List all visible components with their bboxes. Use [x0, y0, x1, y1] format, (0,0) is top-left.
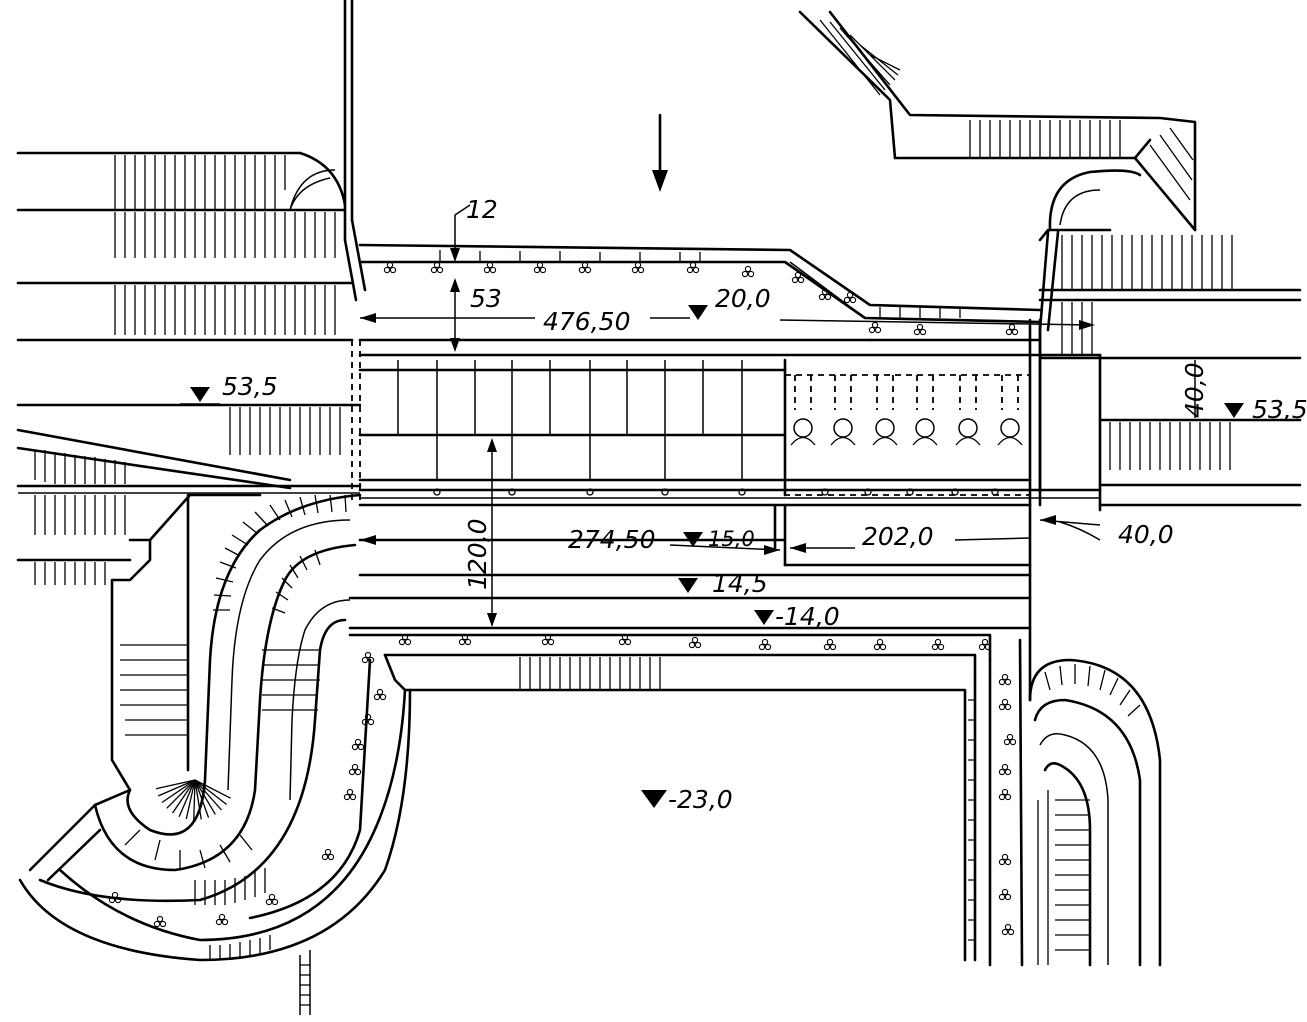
bollard-marker [433, 488, 441, 496]
hub-line [194, 779, 210, 818]
dim-12: 12 [466, 195, 498, 224]
elevation-marker-triangle [678, 578, 698, 593]
dim-40-0-horizontal: 40,0 [1118, 520, 1174, 549]
tree-symbol [913, 323, 927, 336]
bollard-marker [738, 488, 746, 496]
platform-symbol [872, 375, 898, 446]
tree-symbol [998, 788, 1012, 801]
tree-symbol [383, 261, 397, 274]
tree-symbol [108, 891, 122, 904]
hub-line [193, 779, 196, 821]
dim-40-0-vertical: 40,0 [1180, 362, 1209, 418]
elevation-markers [180, 305, 1244, 808]
tree-symbol [741, 265, 755, 278]
tree-symbol [343, 788, 357, 801]
platform-symbol [790, 375, 816, 446]
tree-symbol [823, 638, 837, 651]
elev-20-0: 20,0 [715, 284, 771, 313]
elevation-marker-triangle [754, 610, 774, 625]
tree-symbol [998, 763, 1012, 776]
hub-line [161, 779, 196, 804]
tree-symbol [868, 321, 882, 334]
dim-202-0: 202,0 [862, 522, 934, 551]
labels: 12 53 476,50 20,0 53,5 53,5 40,0 120,0 2… [222, 195, 1307, 814]
elevation-marker-triangle [190, 387, 210, 402]
tree-symbol [321, 848, 335, 861]
tree-symbol [578, 261, 592, 274]
tree-symbol [373, 688, 387, 701]
tree-symbol [351, 738, 365, 751]
tree-symbol [688, 636, 702, 649]
dim-53: 53 [470, 284, 502, 313]
dimension-lines [360, 204, 1196, 627]
tree-symbol [631, 261, 645, 274]
north-approach-road [343, 0, 668, 505]
tree-symbol [1005, 323, 1019, 336]
bollard-marker [661, 488, 669, 496]
right-street-block [798, 10, 1302, 512]
hub-line [166, 779, 196, 809]
hub-line [194, 779, 202, 820]
tree-symbol [533, 261, 547, 274]
hub-line [158, 779, 196, 797]
elev-53-5-left: 53,5 [222, 372, 278, 401]
hub-line [194, 779, 228, 806]
tree-symbol [998, 698, 1012, 711]
elevation-marker-triangle [688, 305, 708, 320]
lower-road-bands [348, 503, 1032, 967]
tree-symbol [758, 638, 772, 651]
elevation-marker-triangle [683, 532, 703, 547]
dim-476-50: 476,50 [543, 307, 630, 336]
platform-symbol [830, 375, 856, 446]
tree-symbol [931, 638, 945, 651]
tree-symbol [483, 261, 497, 274]
tree-symbol [265, 893, 279, 906]
elev-15-0: 15,0 [708, 527, 755, 551]
tree-symbol [1001, 923, 1015, 936]
hub-line [194, 779, 222, 811]
bollard-marker [586, 488, 594, 496]
elev-14-5: 14,5 [712, 569, 768, 598]
tree-symbol [430, 261, 444, 274]
platform-symbol [997, 375, 1023, 446]
elev-53-5-right: 53,5 [1252, 395, 1307, 424]
tree-symbol [998, 673, 1012, 686]
elev-minus-23-0: -23,0 [668, 785, 733, 814]
hub-line [155, 779, 196, 790]
tree-symbol [348, 763, 362, 776]
elevation-marker-triangle [1224, 403, 1244, 418]
tree-symbol [153, 915, 167, 928]
tree-symbol [215, 913, 229, 926]
loop-ramp-right [1028, 658, 1162, 967]
tree-symbol [1003, 733, 1017, 746]
upper-road-band [358, 243, 1102, 372]
bollard-marker [508, 488, 516, 496]
hub-line [171, 779, 196, 814]
elevation-marker-triangle [641, 790, 667, 808]
tree-symbol [873, 638, 887, 651]
dim-274-50: 274,50 [568, 525, 655, 554]
dim-120-0: 120,0 [463, 518, 492, 590]
hub-line [178, 779, 196, 817]
s-ramp-left [18, 493, 412, 1015]
hub-line [194, 779, 216, 815]
hub-line [185, 779, 196, 820]
hub-line [194, 779, 231, 799]
platform-symbol [912, 375, 938, 446]
bollard-marker [821, 488, 829, 496]
tree-symbol [361, 651, 375, 664]
tree-symbol [686, 261, 700, 274]
platform-symbol [955, 375, 981, 446]
left-street-block [16, 151, 362, 807]
tree-symbol [998, 888, 1012, 901]
bollard-marker [864, 488, 872, 496]
elev-minus-14-0: -14,0 [775, 602, 840, 631]
bridge-deck [358, 318, 1102, 507]
tree-symbol [998, 853, 1012, 866]
